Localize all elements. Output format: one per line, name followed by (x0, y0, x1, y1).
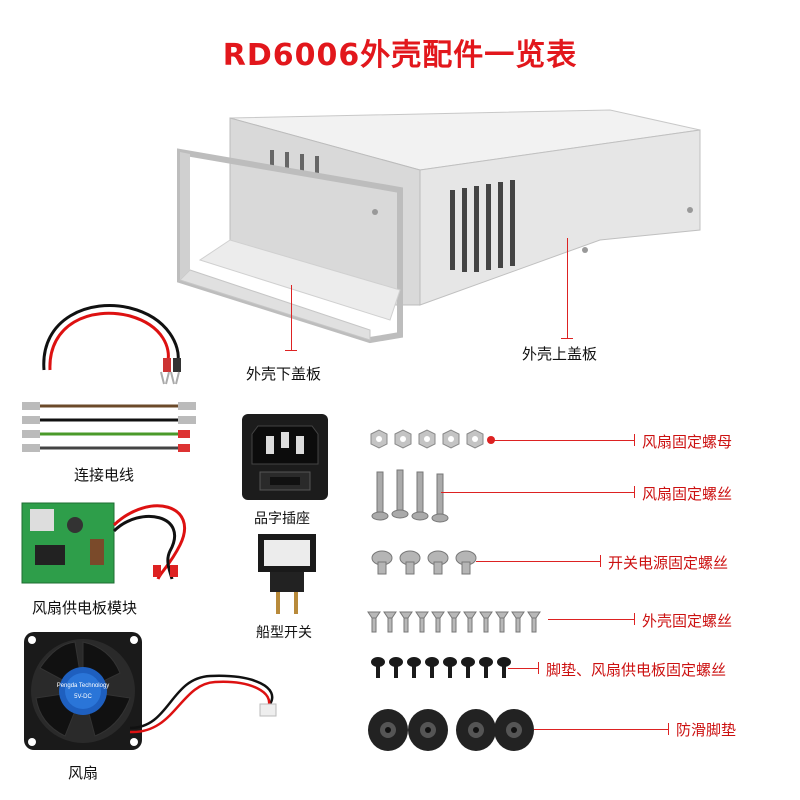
page-title: RD6006外壳配件一览表 (222, 38, 578, 73)
red-black-wire-image (42, 304, 181, 385)
psu-screw-leader (476, 561, 600, 562)
fan-sticker-voltage: 5V-DC (74, 694, 92, 700)
psu-screw-tick (600, 555, 601, 567)
feet-screw-leader (508, 668, 538, 669)
iec-socket-label: 品字插座 (254, 511, 310, 527)
fan-nut-leader (491, 440, 634, 441)
case-bottom-label: 外壳下盖板 (246, 365, 322, 383)
rubber-feet-image (368, 709, 534, 751)
fan-board-image (21, 502, 187, 584)
case-screw-tick (634, 613, 635, 625)
case-top-leader (567, 238, 568, 338)
rocker-switch-label: 船型开关 (256, 625, 312, 641)
feet-screw-label: 脚垫、风扇供电板固定螺丝 (546, 661, 727, 679)
fan-screw-tick (634, 486, 635, 498)
feet-tick (668, 723, 669, 735)
feet-screws-image (371, 657, 511, 678)
connection-wires-image (22, 402, 196, 452)
wires-label: 连接电线 (74, 466, 135, 484)
case-screws-image (367, 611, 541, 633)
case-screw-leader (548, 619, 634, 620)
fan-sticker-brand: Pengda Technology (57, 683, 110, 689)
fan-screw-label: 风扇固定螺丝 (642, 485, 733, 503)
fan-screw-leader (441, 492, 634, 493)
feet-label: 防滑脚垫 (676, 721, 737, 739)
fan-nut-label: 风扇固定螺母 (642, 433, 733, 451)
fan-nut-tick (634, 434, 635, 446)
fan-image: Pengda Technology 5V-DC (24, 632, 277, 750)
case-top-tick (561, 338, 573, 339)
fan-nuts-image (370, 429, 484, 449)
fan-screws-image (371, 469, 449, 523)
case-bottom-leader (291, 285, 292, 350)
fan-label: 风扇 (68, 764, 99, 782)
psu-screws-image (371, 550, 477, 575)
case-top-label: 外壳上盖板 (522, 345, 598, 363)
fan-board-label: 风扇供电板模块 (32, 599, 138, 617)
iec-socket-image (242, 414, 328, 500)
enclosure-image (177, 109, 701, 344)
feet-screw-tick (538, 662, 539, 674)
case-screw-label: 外壳固定螺丝 (642, 612, 733, 630)
rocker-switch-image (258, 534, 316, 614)
case-bottom-tick (285, 350, 297, 351)
psu-screw-label: 开关电源固定螺丝 (608, 554, 729, 572)
feet-leader (534, 729, 668, 730)
